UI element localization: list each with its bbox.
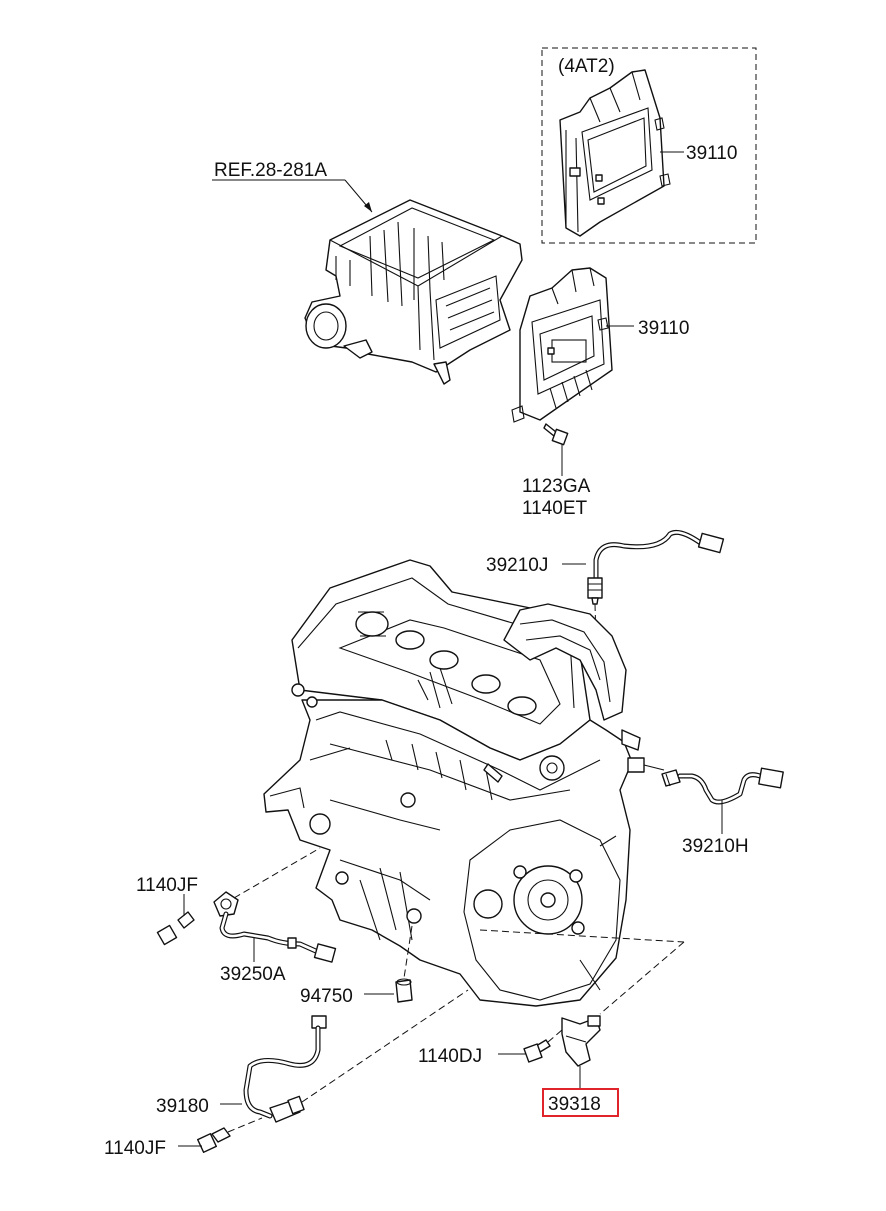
o2-sensor-upper-icon[interactable] — [587, 529, 725, 605]
oil-switch-label: 94750 — [300, 986, 353, 1007]
ecu-leaders: (4AT2) 39110 39110 — [558, 56, 737, 339]
o2-sensor-lower-icon[interactable] — [661, 767, 784, 805]
crank-bolt-dashed — [547, 1029, 563, 1043]
bolt-1123ga-label: 1123GA — [522, 476, 591, 497]
o2-upper-label: 39210J — [486, 555, 548, 576]
ecu-bolt-icon[interactable] — [543, 423, 569, 446]
crank-bolt-icon[interactable] — [523, 1039, 551, 1063]
crank-sensor-label: 39318 — [548, 1094, 601, 1115]
crank-sensor-highlight-box[interactable] — [542, 1088, 619, 1117]
oil-pressure-switch-icon[interactable] — [395, 978, 413, 1003]
knock-bolt-icon[interactable] — [156, 911, 195, 946]
ecu-variant-label: 39110 — [686, 143, 737, 164]
cam-sensor-icon[interactable] — [243, 1015, 327, 1123]
ecu-main-label: 39110 — [638, 318, 689, 339]
knock-sensor-label: 39250A — [220, 964, 286, 985]
ecu-main-icon[interactable] — [511, 267, 613, 423]
crank-dashed-b — [599, 941, 685, 1015]
bolt-1140et-label: 1140ET — [522, 498, 588, 519]
cam-bolt-icon[interactable] — [196, 1127, 231, 1154]
knock-dashed — [233, 847, 321, 899]
cam-dashed — [301, 989, 469, 1103]
variant-tag-label: (4AT2) — [558, 56, 615, 77]
oil-switch-dashed — [403, 925, 413, 979]
o2-upper-dashed — [594, 603, 597, 641]
crank-sensor-icon[interactable] — [561, 1015, 601, 1067]
ref-air-cleaner-callout: REF.28-281A — [212, 160, 373, 213]
crank-bolt-label: 1140DJ — [418, 1046, 482, 1067]
engine-assembly-icon[interactable] — [263, 559, 665, 1007]
knock-bolt-label: 1140JF — [136, 875, 198, 896]
variant-box — [541, 47, 757, 244]
cam-sensor-label: 39180 — [156, 1096, 209, 1117]
o2-lower-label: 39210H — [682, 836, 749, 857]
ecu-variant-icon[interactable] — [559, 69, 671, 237]
cam-bolt-dashed — [227, 1117, 263, 1133]
knock-sensor-icon[interactable] — [213, 891, 337, 963]
air-cleaner-housing-icon[interactable] — [304, 199, 523, 385]
ref-air-cleaner-label: REF.28-281A — [214, 160, 327, 181]
cam-bolt-label: 1140JF — [104, 1138, 166, 1159]
crank-dashed-a — [479, 929, 685, 943]
